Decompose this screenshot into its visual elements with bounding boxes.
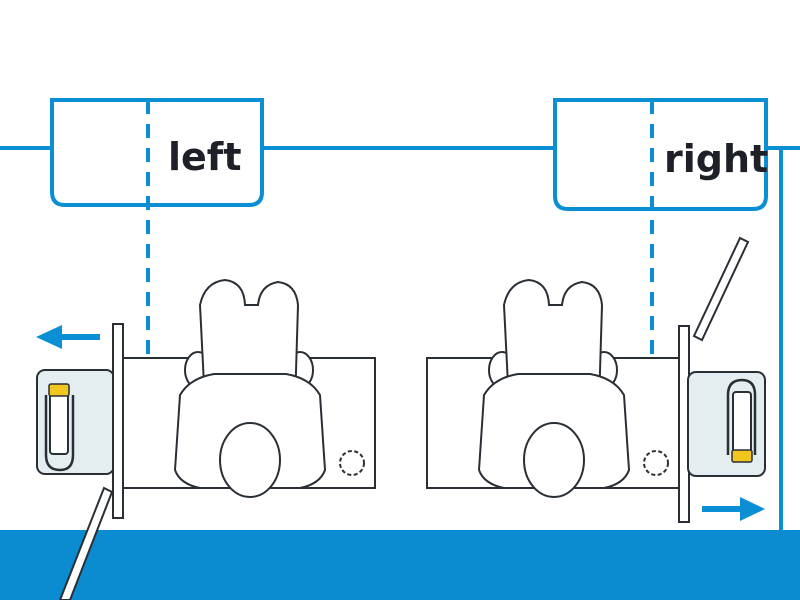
handle-loop-left bbox=[44, 395, 75, 472]
person-left bbox=[173, 278, 327, 498]
handle-left bbox=[49, 391, 69, 455]
person-right bbox=[477, 278, 631, 498]
handle-loop-right bbox=[726, 378, 757, 455]
handle-cap-right bbox=[731, 449, 753, 463]
diagonal-rod-left bbox=[58, 486, 114, 600]
gear-icon bbox=[339, 450, 365, 476]
head-right bbox=[523, 422, 585, 498]
left-arrow-icon bbox=[36, 325, 100, 349]
label-box-right bbox=[553, 98, 768, 211]
right-arrow-icon bbox=[702, 497, 765, 521]
gear-icon bbox=[643, 450, 669, 476]
pole-left bbox=[112, 323, 124, 519]
label-left: left bbox=[168, 135, 242, 179]
head-left bbox=[219, 422, 281, 498]
floor-band bbox=[0, 530, 800, 600]
handle-right bbox=[732, 391, 752, 455]
label-box-left bbox=[50, 98, 264, 207]
right-station bbox=[426, 236, 766, 523]
label-right: right bbox=[664, 137, 768, 181]
left-station bbox=[36, 278, 376, 600]
handle-cap-left bbox=[48, 383, 70, 397]
diagonal-rod-right bbox=[692, 236, 750, 342]
